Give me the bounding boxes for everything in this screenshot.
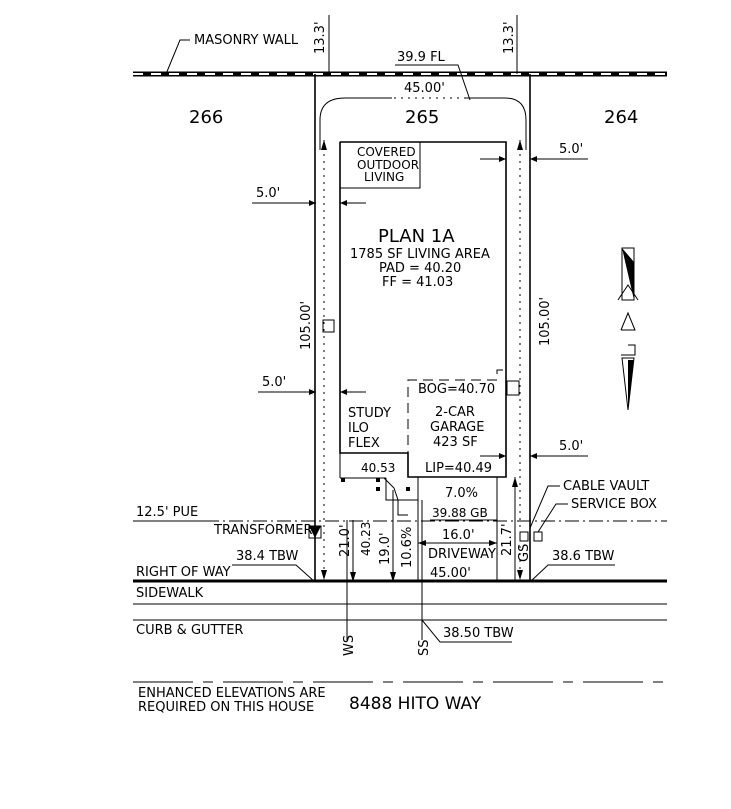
dim-40-23: 40.23 — [359, 522, 373, 556]
gs-label: GS — [517, 544, 532, 562]
lot-number-266: 266 — [189, 107, 223, 128]
spot-marker-a — [341, 478, 345, 482]
study-1: STUDY — [348, 406, 391, 421]
lot-width-top: 45.00' — [404, 81, 445, 96]
living-area: 1785 SF LIVING AREA — [350, 247, 490, 262]
lip-elevation: LIP=40.49 — [425, 461, 492, 476]
spot-elevation-4053: 40.53 — [361, 461, 395, 475]
pad-elevation: PAD = 40.20 — [379, 261, 461, 276]
ss-label: SS — [417, 639, 432, 656]
setback-right-lower: 5.0' — [559, 439, 583, 454]
covered-outdoor-3: LIVING — [364, 170, 404, 184]
lot-depth-right: 105.00' — [538, 297, 553, 346]
dim-21-7: 21.7' — [500, 523, 515, 556]
covered-outdoor-1: COVERED — [357, 145, 416, 159]
driveway-label: DRIVEWAY — [428, 547, 496, 562]
north-arrow — [617, 247, 639, 411]
dim-19-0: 19.0' — [378, 532, 393, 565]
spot-marker-b — [376, 478, 380, 482]
lot-number-265: 265 — [405, 107, 439, 128]
garage-3: 423 SF — [433, 435, 478, 450]
dim-10-6: 10.6% — [400, 527, 415, 568]
covered-outdoor-2: OUTDOOR — [357, 158, 419, 172]
dim-16-0: 16.0' — [442, 528, 475, 543]
fl-label: 39.9 FL — [397, 50, 446, 65]
lot-depth-left: 105.00' — [299, 301, 314, 350]
tbw-left: 38.4 TBW — [236, 549, 298, 564]
garage-1: 2-CAR — [435, 405, 475, 420]
garage-2: GARAGE — [430, 420, 484, 435]
setback-left-lower: 5.0' — [262, 375, 286, 390]
study-3: FLEX — [348, 436, 380, 451]
spot-marker-d — [406, 487, 410, 491]
study-2: ILO — [348, 421, 369, 436]
transformer-symbol — [309, 526, 321, 538]
dim-21-0: 21.0' — [338, 524, 353, 557]
tbw-right: 38.6 TBW — [552, 549, 614, 564]
setback-left-upper: 5.0' — [256, 186, 280, 201]
transformer-label: TRANSFORMER — [213, 523, 313, 538]
ws-label: WS — [342, 635, 357, 656]
lot-width-bottom: 45.00' — [430, 566, 471, 581]
setback-right-upper: 5.0' — [559, 142, 583, 157]
top-right-dim: 13.3' — [502, 21, 517, 54]
cable-vault-label: CABLE VAULT — [563, 479, 649, 494]
sidewalk-label: SIDEWALK — [136, 586, 204, 601]
lot-number-264: 264 — [604, 107, 638, 128]
enhanced-note-1: ENHANCED ELEVATIONS ARE — [138, 686, 326, 701]
spot-marker-c — [376, 487, 380, 491]
masonry-wall-label: MASONRY WALL — [194, 33, 299, 48]
gb-elevation: 39.88 GB — [432, 506, 488, 520]
bog-elevation: BOG=40.70 — [418, 382, 495, 397]
fl-leader — [395, 64, 471, 101]
masonry-wall-leader — [165, 39, 190, 75]
ff-elevation: FF = 41.03 — [382, 275, 453, 290]
slope-percent: 7.0% — [445, 486, 478, 501]
garage-bump — [506, 380, 520, 396]
covered-outdoor-living — [339, 141, 421, 189]
marker-square-left — [322, 319, 335, 333]
pue-label: 12.5' PUE — [136, 505, 198, 520]
tbw-bottom: 38.50 TBW — [443, 626, 514, 641]
plan-title: PLAN 1A — [378, 226, 455, 247]
right-of-way-label: RIGHT OF WAY — [136, 565, 231, 580]
street-address: 8488 HITO WAY — [349, 694, 482, 714]
curb-gutter-label: CURB & GUTTER — [136, 623, 243, 638]
top-left-dim: 13.3' — [313, 21, 328, 54]
cable-vault-symbol — [519, 531, 529, 542]
garage-outline — [407, 369, 506, 477]
service-box-label: SERVICE BOX — [571, 497, 657, 512]
lot-width-frame — [319, 97, 527, 150]
enhanced-note-2: REQUIRED ON THIS HOUSE — [138, 700, 314, 715]
service-box-symbol — [533, 531, 543, 542]
